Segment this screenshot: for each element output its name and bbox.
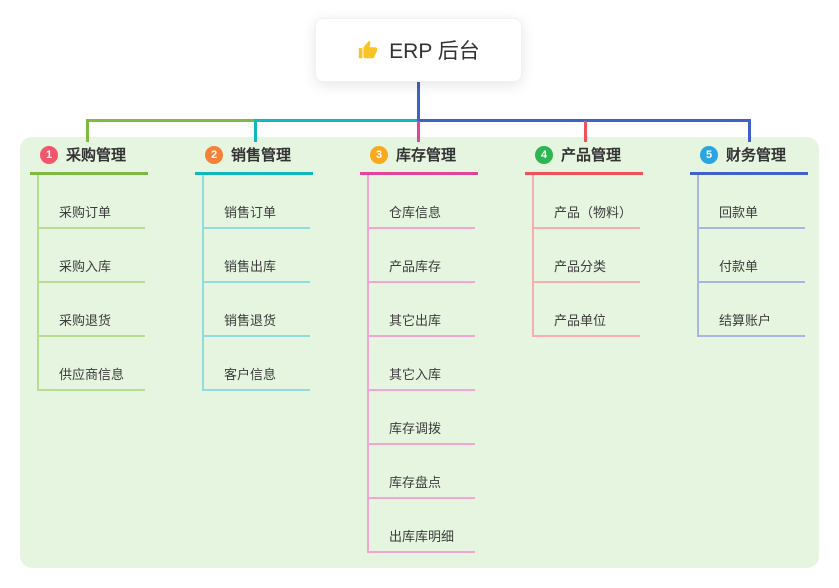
branch-header-1[interactable]: 1 采购管理 [30,144,148,175]
node-item[interactable]: 产品分类 [534,229,640,283]
branch-5: 5 财务管理回款单付款单结算账户 [690,144,839,337]
branch-number-badge: 1 [40,145,58,164]
branch-label: 财务管理 [726,147,787,164]
node-item-label: 库存调拨 [389,421,442,436]
node-item[interactable]: 销售退货 [204,283,310,337]
node-item-label: 回款单 [719,205,759,220]
branch-number-badge: 5 [700,145,718,164]
node-item[interactable]: 其它入库 [369,337,475,391]
node-item[interactable]: 结算账户 [699,283,805,337]
node-item[interactable]: 采购订单 [39,175,145,229]
branch-number-badge: 4 [535,145,553,164]
branch-2: 2 销售管理销售订单销售出库销售退货客户信息 [195,144,355,391]
branch-label: 库存管理 [396,147,457,164]
node-item[interactable]: 采购退货 [39,283,145,337]
branch-items: 仓库信息产品库存其它出库其它入库库存调拨库存盘点出库库明细 [367,175,520,553]
drop-line-1 [86,121,89,142]
node-item-label: 产品分类 [554,259,607,274]
node-item-label: 采购退货 [59,313,112,328]
drop-line-5 [748,121,751,142]
thumbs-up-icon [357,39,379,61]
node-item[interactable]: 回款单 [699,175,805,229]
node-item[interactable]: 付款单 [699,229,805,283]
drop-line-2 [254,121,257,142]
drop-line-3 [417,121,420,142]
branch-header-3[interactable]: 3 库存管理 [360,144,478,175]
node-item-label: 结算账户 [719,313,772,328]
node-item-label: 产品单位 [554,313,607,328]
node-item-label: 客户信息 [224,367,277,382]
node-item[interactable]: 仓库信息 [369,175,475,229]
branch-header-4[interactable]: 4 产品管理 [525,144,643,175]
branch-4: 4 产品管理产品（物料） 产品分类产品单位 [525,144,685,337]
branch-items: 采购订单采购入库采购退货供应商信息 [37,175,190,391]
bus-segment-5 [417,119,751,122]
branch-1: 1 采购管理采购订单采购入库采购退货供应商信息 [30,144,190,391]
branch-label: 产品管理 [561,147,622,164]
branch-label: 采购管理 [66,147,127,164]
branch-header-5[interactable]: 5 财务管理 [690,144,808,175]
node-item-label: 出库库明细 [389,529,455,544]
branch-number-badge: 2 [205,145,223,164]
node-item[interactable]: 产品库存 [369,229,475,283]
node-item-label: 其它入库 [389,367,442,382]
node-item[interactable]: 库存调拨 [369,391,475,445]
node-item[interactable]: 采购入库 [39,229,145,283]
branch-items: 回款单付款单结算账户 [697,175,839,337]
bus-segment-1 [86,119,257,122]
node-item[interactable]: 供应商信息 [39,337,145,391]
node-item[interactable]: 销售订单 [204,175,310,229]
node-item[interactable]: 库存盘点 [369,445,475,499]
node-item-label: 付款单 [719,259,759,274]
trunk-line [417,82,420,122]
node-item-label: 采购订单 [59,205,112,220]
node-item-label: 销售退货 [224,313,277,328]
branch-items: 销售订单销售出库销售退货客户信息 [202,175,355,391]
root-node[interactable]: ERP 后台 [315,18,522,82]
branch-3: 3 库存管理仓库信息产品库存其它出库其它入库库存调拨库存盘点出库库明细 [360,144,520,553]
node-item[interactable]: 销售出库 [204,229,310,283]
node-item[interactable]: 其它出库 [369,283,475,337]
node-item-label: 其它出库 [389,313,442,328]
drop-line-4 [584,121,587,142]
branch-header-2[interactable]: 2 销售管理 [195,144,313,175]
branch-items: 产品（物料） 产品分类产品单位 [532,175,685,337]
node-item-label: 库存盘点 [389,475,442,490]
branches-panel [20,137,819,568]
node-item[interactable]: 出库库明细 [369,499,475,553]
node-item-label: 产品库存 [389,259,442,274]
node-item-label: 供应商信息 [59,367,125,382]
node-item-label: 产品（物料） [554,205,633,220]
node-item-label: 仓库信息 [389,205,442,220]
node-item[interactable]: 产品单位 [534,283,640,337]
root-label: ERP 后台 [389,40,480,63]
bus-segment-2 [254,119,420,122]
node-item-label: 销售订单 [224,205,277,220]
node-item-label: 采购入库 [59,259,112,274]
node-item-label: 销售出库 [224,259,277,274]
node-item[interactable]: 产品（物料） [534,175,640,229]
branch-number-badge: 3 [370,145,388,164]
node-item[interactable]: 客户信息 [204,337,310,391]
branch-label: 销售管理 [231,147,292,164]
